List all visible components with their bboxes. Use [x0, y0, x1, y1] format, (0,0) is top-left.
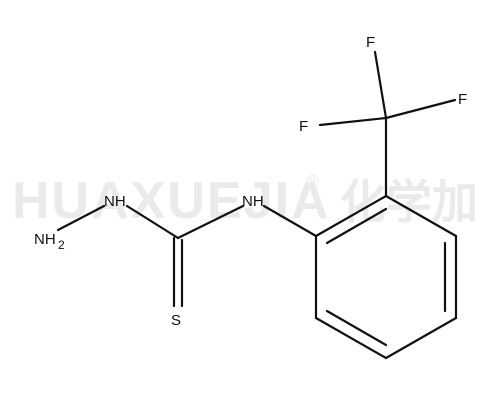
atom-nh2-subscript: 2: [58, 238, 65, 252]
bond-ring-4-inner: [325, 309, 388, 347]
bond-c-f-left: [318, 116, 388, 127]
watermark-registered: ®: [306, 172, 319, 192]
bond-ring-3: [384, 316, 458, 360]
atom-f-top: F: [366, 34, 375, 51]
atom-f-left: F: [299, 118, 308, 135]
bond-c-f-right: [384, 98, 457, 120]
atom-nh-right: NH: [242, 193, 264, 210]
bond-c-nh: [125, 204, 180, 240]
atom-nh-left: NH: [104, 193, 126, 210]
bond-c-f-top: [373, 50, 388, 120]
bond-ring-nh: [262, 204, 318, 238]
watermark-cjk: 化学加: [340, 175, 478, 229]
bond-ring-6: [314, 194, 388, 238]
bond-ring-4: [314, 316, 388, 360]
watermark: HUAXUEJIA ® 化学加: [12, 172, 478, 230]
watermark-latin: HUAXUEJIA: [12, 172, 331, 230]
atom-labels: F F F NH NH NH 2 S: [34, 34, 467, 329]
bond-nh-nh2: [56, 204, 106, 232]
atom-nh2: NH: [34, 231, 56, 248]
atom-f-right: F: [458, 91, 467, 108]
bonds: [56, 50, 458, 360]
bond-ring-1: [384, 194, 458, 238]
bond-ring-6-inner: [325, 207, 388, 245]
bond-nh-c: [176, 204, 245, 240]
atom-s: S: [171, 312, 181, 329]
